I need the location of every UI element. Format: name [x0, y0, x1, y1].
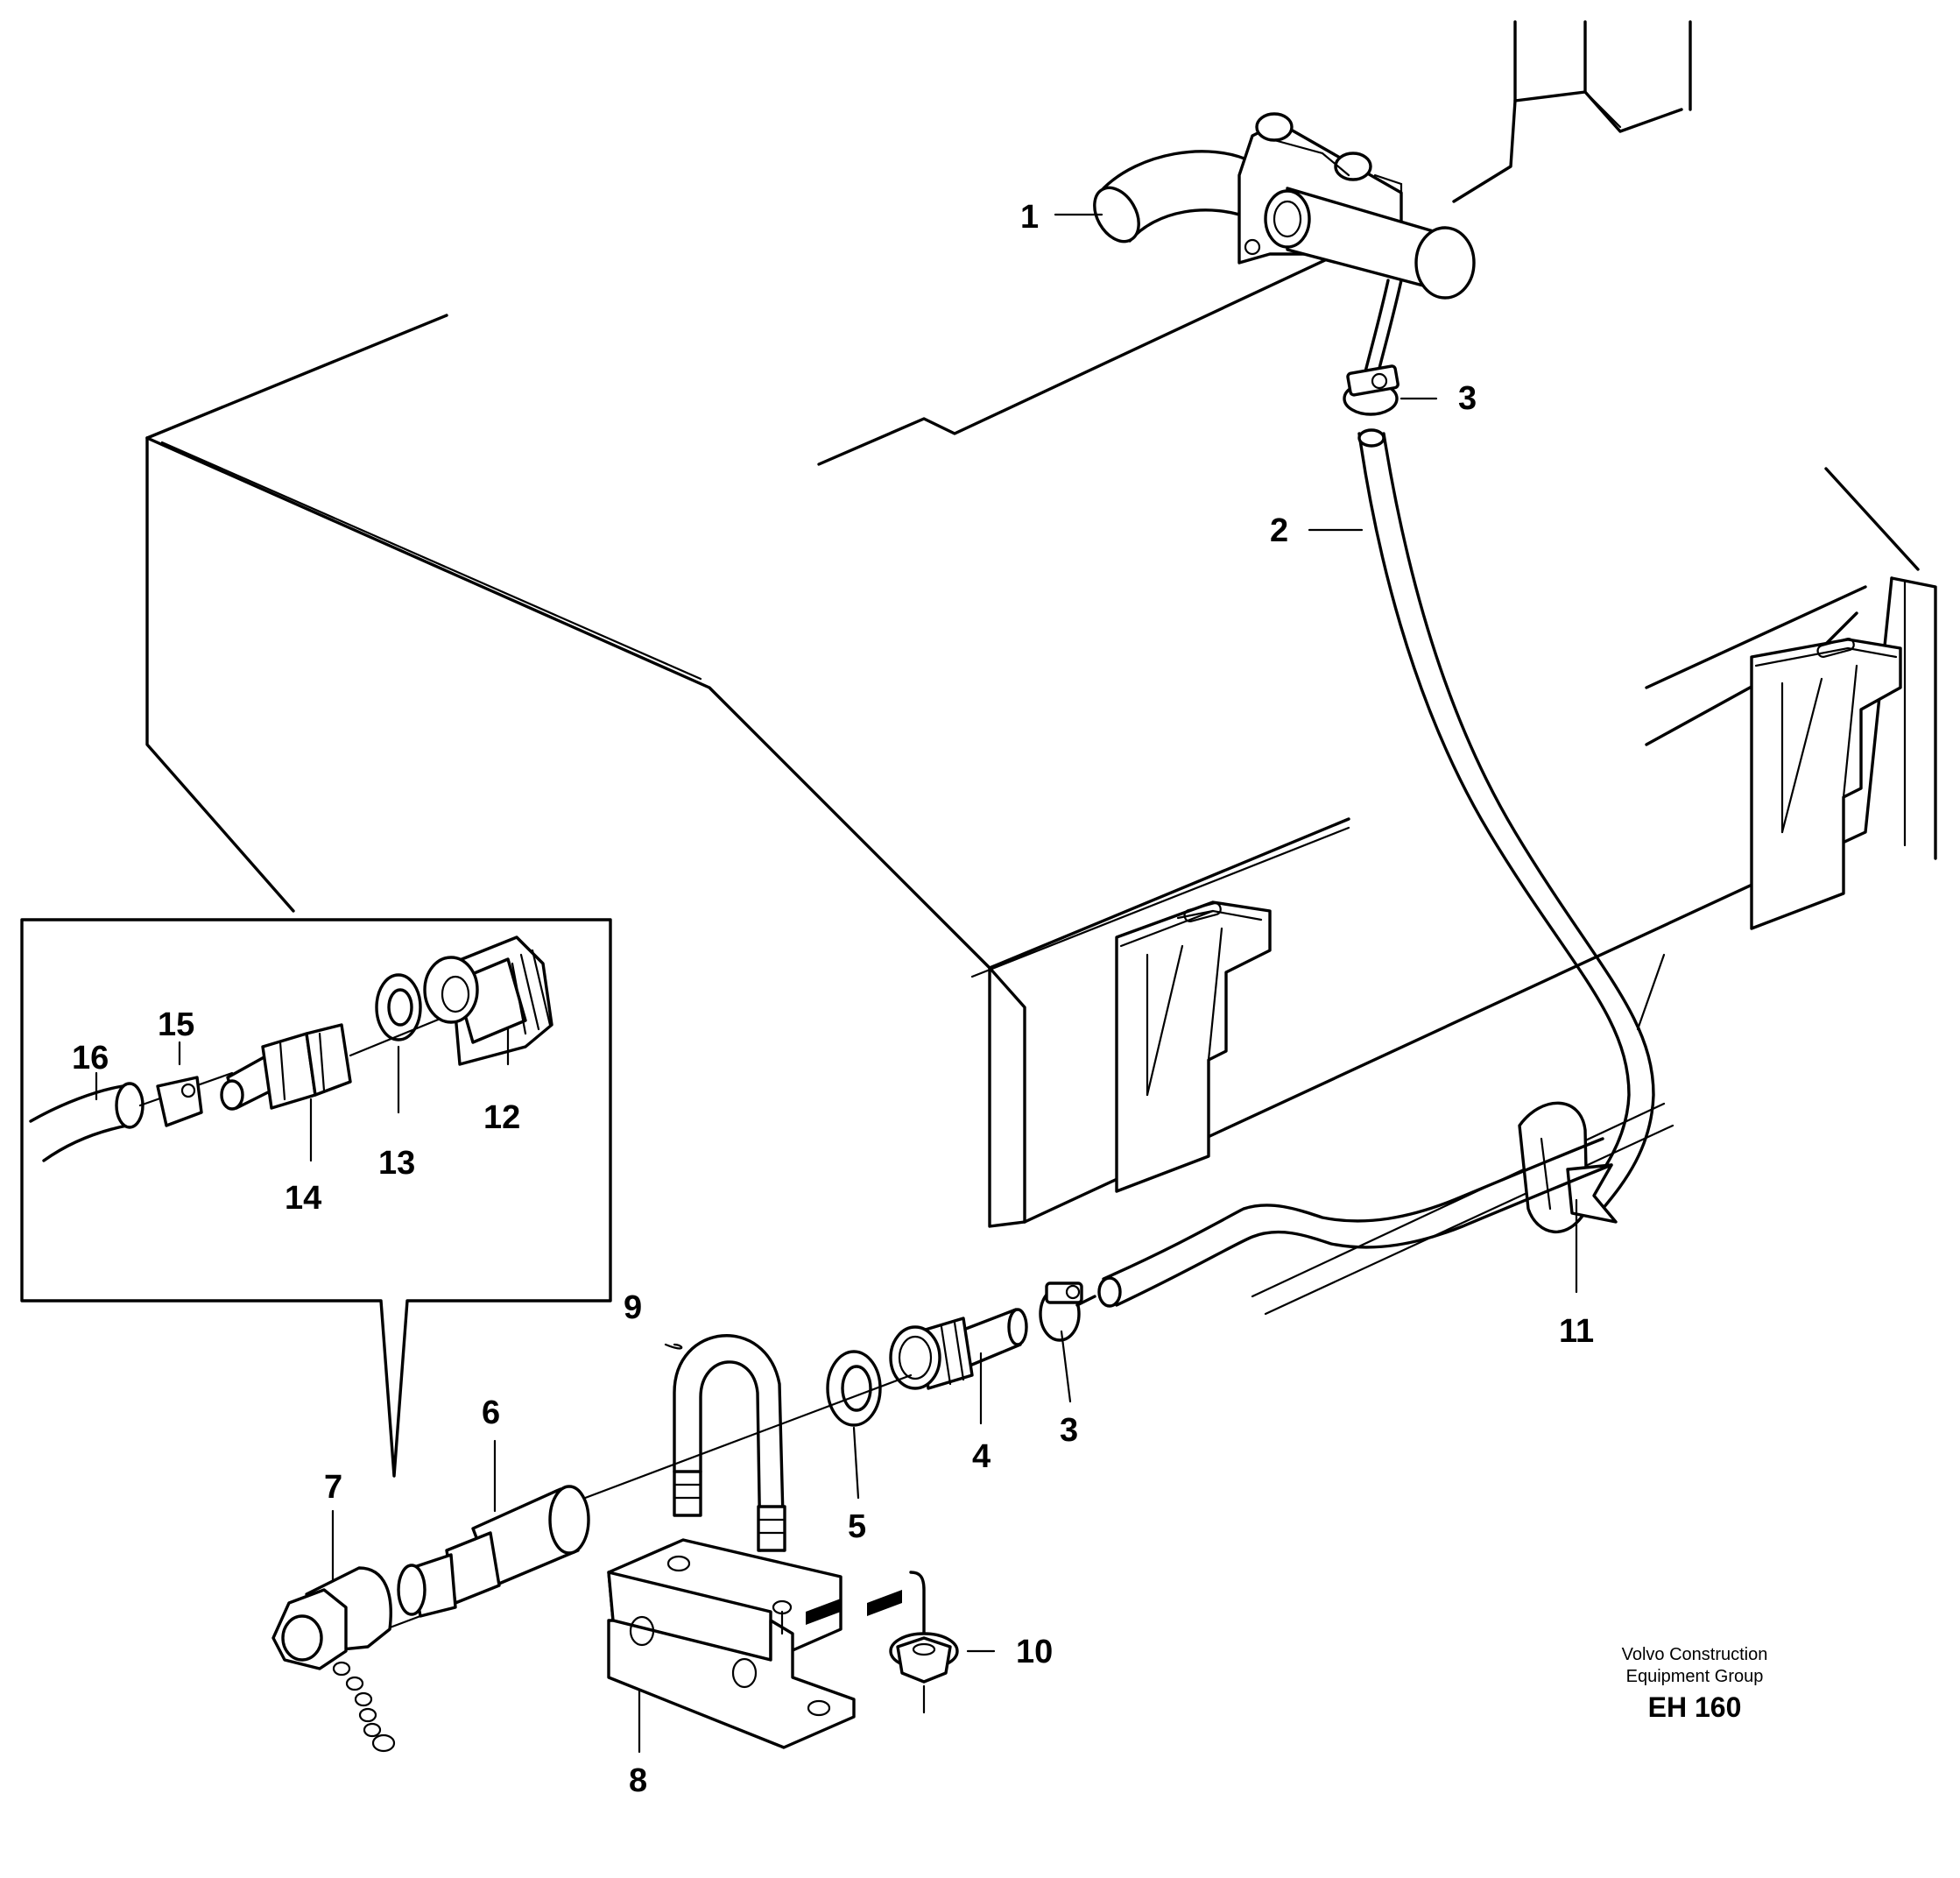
callout-2: 2 — [1270, 512, 1288, 549]
brand-block: Volvo Construction Equipment Group EH 16… — [1622, 1645, 1768, 1723]
tank-bracket-right — [1750, 638, 1902, 930]
callout-1: 1 — [1020, 199, 1039, 236]
callout-5: 5 — [848, 1508, 866, 1545]
tank-bracket-left — [1115, 900, 1272, 1193]
callout-13: 13 — [378, 1145, 415, 1182]
cap-chain — [332, 1661, 396, 1753]
part-6-adapter — [397, 1485, 590, 1618]
callout-8: 8 — [629, 1762, 647, 1799]
part-5-washer — [826, 1350, 882, 1427]
callout-14: 14 — [285, 1180, 321, 1217]
callout-15: 15 — [158, 1006, 194, 1043]
part-11-hose-clamp — [1518, 1101, 1618, 1234]
callout-11: 11 — [1559, 1313, 1594, 1350]
callout-4: 4 — [972, 1438, 991, 1475]
callout-3-top: 3 — [1458, 380, 1477, 417]
part-3-hose-clamp-lower — [1039, 1281, 1096, 1342]
brand-line-1: Volvo Construction — [1622, 1645, 1768, 1664]
callout-12: 12 — [483, 1099, 520, 1136]
model-code: EH 160 — [1648, 1691, 1742, 1723]
callout-9: 9 — [624, 1289, 642, 1326]
lower-hose — [1097, 1137, 1613, 1308]
part-8-mounting-bracket — [607, 1538, 926, 1749]
assembly-axis-line — [572, 1373, 913, 1504]
callout-7: 7 — [324, 1469, 342, 1506]
callout-labels: 1 2 3 3 4 5 6 7 8 9 10 11 12 13 14 15 16 — [72, 199, 1594, 1799]
part-4-nipple — [889, 1308, 1028, 1390]
callout-6: 6 — [482, 1394, 500, 1431]
part-9-u-bolt — [673, 1334, 786, 1552]
callout-10: 10 — [1016, 1634, 1053, 1670]
part-1-manifold-pipe — [1093, 112, 1476, 387]
callout-16: 16 — [72, 1040, 109, 1077]
tank-body — [145, 239, 1937, 1316]
part-3-hose-clamp-top — [1343, 364, 1399, 416]
detail-inset — [20, 918, 612, 1478]
part-10-flange-nut — [889, 1632, 959, 1714]
callout-3-lower: 3 — [1060, 1412, 1078, 1449]
leader-lines — [95, 213, 1578, 1754]
brand-line-2: Equipment Group — [1626, 1667, 1764, 1686]
part-7-dust-cap — [271, 1566, 396, 1753]
part-2-hose — [1357, 428, 1655, 1211]
engine-outline — [1452, 20, 1692, 203]
